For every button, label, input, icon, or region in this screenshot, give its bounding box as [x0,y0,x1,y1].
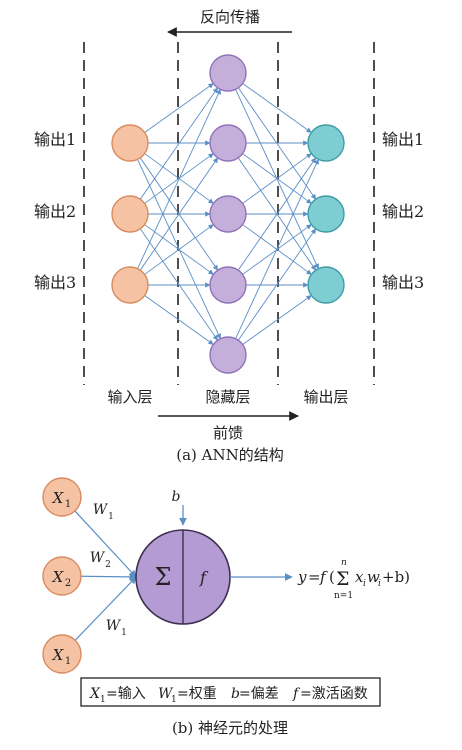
input-node-2: X 2 [42,556,82,596]
neuron-input-edge-1 [74,510,137,578]
layer-hidden-label: 隐藏层 [205,388,250,406]
input-node-2 [111,195,149,233]
edge-hidden-5-output-1 [235,158,319,339]
left-label-3: 输出3 [34,273,76,292]
bias-label: b [172,489,181,505]
layer-output-label: 输出层 [303,388,348,406]
edge-hidden-3-output-1 [242,153,312,204]
output-node-2 [307,195,345,233]
svg-text:X: X [52,568,65,586]
neuron-input-edge-2 [80,573,137,581]
edge-hidden-5-output-3 [242,295,312,345]
edge-input-3-hidden-1 [137,88,221,269]
svg-text:1: 1 [121,628,127,638]
svg-text:2: 2 [65,578,71,589]
svg-text:=输入: =输入 [106,686,146,702]
forward-label: 前馈 [213,424,243,442]
svg-text:W: W [90,550,106,566]
svg-text:f: f [292,686,301,702]
neuron-node: Σ f [135,529,231,625]
svg-text:1: 1 [100,695,106,705]
left-label-2: 输出2 [34,202,76,221]
svg-text:X: X [52,489,65,507]
input-node-3 [111,266,149,304]
svg-text:Σ: Σ [336,568,349,590]
svg-text:i: i [363,579,366,589]
edge-hidden-1-output-2 [237,87,317,200]
edge-input-3-hidden-3 [144,224,214,275]
edge-input-2-hidden-1 [139,87,219,200]
left-label-1: 输出1 [34,130,76,149]
svg-text:2: 2 [105,560,111,570]
svg-text:=权重: =权重 [177,686,217,702]
right-label-2: 输出2 [382,202,424,221]
svg-text:W: W [93,502,109,518]
right-label-1: 输出1 [382,130,424,149]
input-node-3: X 1 [42,634,82,674]
svg-text:1: 1 [65,656,71,667]
layer-input-label: 输入层 [107,388,152,406]
caption-b: (b) 神经元的处理 [172,719,288,737]
svg-text:=: = [308,568,321,586]
legend-box: X 1 =输入 W 1 =权重 b =偏差 f =激活函数 [80,677,381,707]
svg-text:1: 1 [171,695,177,705]
ann-structure: 反向传播 输出1 输出2 输出3 输出1 输出2 输出3 输入层 隐藏层 输出层… [34,8,424,464]
svg-text:f: f [319,568,328,586]
edge-input-3-hidden-2 [139,157,219,271]
svg-text:=激活函数: =激活函数 [300,685,368,702]
svg-text:x: x [355,568,364,586]
hidden-node-2 [209,124,247,162]
neuron-processing: b X 1 X 2 X 1 W 1 W 2 W 1 [42,477,410,737]
svg-text:i: i [378,579,381,589]
layer-separators [83,42,375,385]
output-formula: y = f ( Σ n n=1 x i w i +b) [297,558,410,601]
sum-symbol: Σ [155,563,172,591]
hidden-node-4 [209,266,247,304]
svg-text:X: X [89,686,101,702]
svg-text:X: X [52,646,65,664]
input-node-1: X 1 [42,477,82,517]
neuron-input-edge-3 [74,576,137,641]
activation-symbol: f [199,568,209,587]
svg-text:n=1: n=1 [334,591,353,601]
svg-text:y: y [297,568,307,586]
edge-input-3-hidden-5 [144,295,214,345]
hidden-node-1 [209,54,247,92]
svg-text:=偏差: =偏差 [239,686,279,702]
svg-text:(: ( [329,568,335,586]
weight-label-2: W 2 [90,550,111,570]
input-node-1 [111,124,149,162]
edge-hidden-1-output-1 [242,83,312,133]
network-nodes [111,54,345,374]
output-node-3 [307,266,345,304]
svg-text:n: n [341,558,347,568]
weight-label-3: W 1 [106,618,127,638]
svg-text:b: b [231,686,240,702]
svg-text:1: 1 [65,499,71,510]
svg-text:W: W [106,618,122,634]
edge-input-2-hidden-5 [139,228,219,341]
backprop-label: 反向传播 [200,8,260,26]
edge-input-1-hidden-1 [144,83,214,133]
hidden-node-3 [209,195,247,233]
caption-a: (a) ANN的结构 [176,446,284,464]
output-node-1 [307,124,345,162]
neuron-input-edges [74,510,137,641]
right-label-3: 输出3 [382,273,424,292]
edge-hidden-4-output-1 [237,157,317,271]
svg-text:W: W [158,686,174,702]
svg-text:1: 1 [108,512,114,522]
svg-text:w: w [367,568,380,586]
svg-text:+b): +b) [382,568,410,586]
network-edges [137,83,319,345]
weight-label-1: W 1 [93,502,114,522]
edge-hidden-5-output-2 [237,228,317,341]
hidden-node-5 [209,336,247,374]
